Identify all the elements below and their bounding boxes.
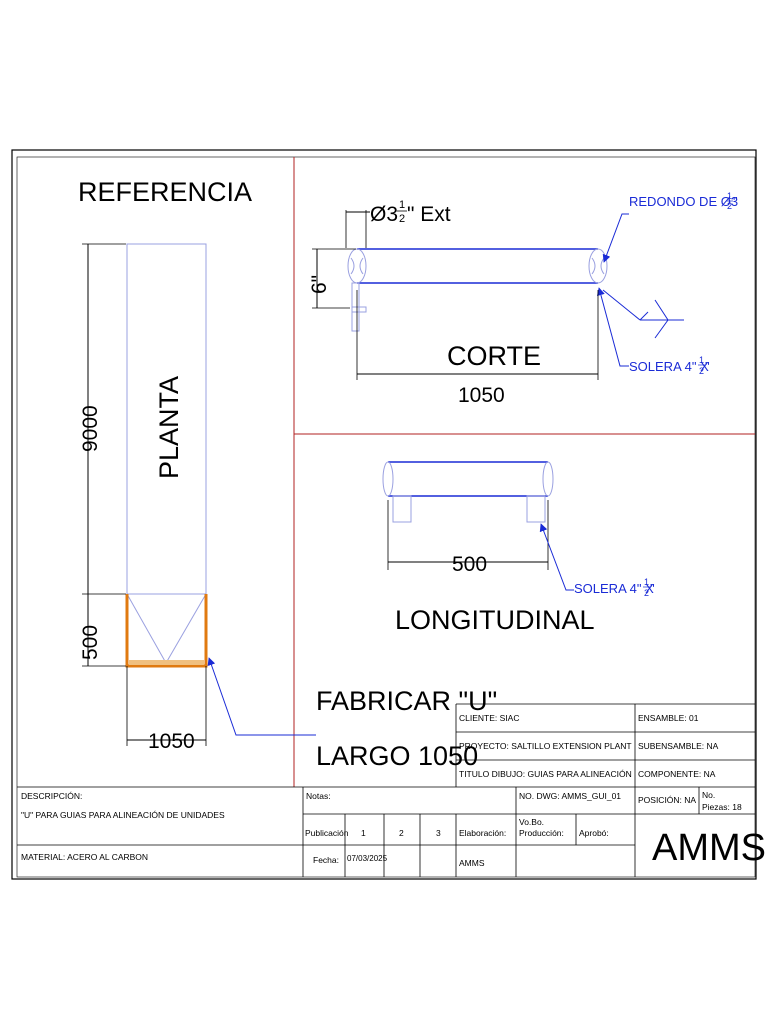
redondo-label: REDONDO DE Ø3 (629, 194, 738, 209)
tb-material: MATERIAL: ACERO AL CARBON (21, 852, 148, 862)
u-weld-fill (129, 660, 204, 665)
dim-6-text: 6" (308, 275, 331, 294)
tb-descripcion-label: DESCRIPCIÓN: (21, 791, 82, 801)
redondo-frac-num: 1 (727, 191, 732, 201)
dim-ext-symbol: Ø3 (370, 203, 398, 226)
corte-label: CORTE (447, 341, 541, 371)
long-solera-right (526, 495, 546, 523)
planta-label: PLANTA (154, 376, 184, 479)
u-diag-right (165, 593, 207, 664)
tb-no-label: No. (702, 790, 715, 800)
tb-notas: Notas: (306, 791, 331, 801)
dim-500-long-text: 500 (452, 553, 487, 576)
redondo-inch: " (733, 194, 738, 209)
dim-9000-text: 9000 (79, 405, 102, 452)
long-pipe-end-right (542, 461, 554, 497)
tb-descripcion-value: "U" PARA GUIAS PARA ALINEACIÓN DE UNIDAD… (21, 810, 225, 820)
solera-long-leader (539, 523, 574, 591)
redondo-leader (602, 213, 629, 263)
tb-subensamble: SUBENSAMBLE: NA (638, 741, 719, 751)
corte-solera-tab (351, 306, 367, 313)
tb-componente: COMPONENTE: NA (638, 769, 716, 779)
solera-long-frac-den: 2 (644, 588, 649, 598)
largo-label: LARGO 1050 (316, 741, 478, 771)
solera-long-label: SOLERA 4" X (574, 581, 654, 596)
corte-pipe-end-right (588, 248, 608, 284)
longitudinal-label: LONGITUDINAL (395, 605, 595, 635)
tb-piezas: Piezas: 18 (702, 802, 742, 812)
amms-logo: AMMS (652, 827, 766, 869)
corte-break-left (350, 257, 364, 275)
dim-500-vert-text: 500 (79, 625, 102, 660)
title-block-grid (17, 703, 755, 877)
tb-pub-3: 3 (436, 828, 441, 838)
u-weld-channel (125, 594, 208, 668)
tb-publicacion: Publicación (305, 828, 349, 838)
tb-fecha: Fecha: (313, 855, 339, 865)
tb-pub-2: 2 (399, 828, 404, 838)
tb-fecha-value: 07/03/2025 (347, 854, 388, 863)
fabricar-leader (207, 657, 316, 736)
dim-1050-bottom-text: 1050 (148, 730, 195, 753)
inner-frame (16, 156, 756, 878)
dim-1050-corte-text: 1050 (458, 384, 505, 407)
outer-frame (11, 149, 757, 880)
tb-ensamble: ENSAMBLE: 01 (638, 713, 699, 723)
solera-long-frac-num: 1 (644, 577, 649, 587)
solera-long-inch: " (650, 581, 655, 596)
solera-top-frac-num: 1 (699, 355, 704, 365)
tb-proyecto: PROYECTO: SALTILLO EXTENSION PLANT (459, 741, 632, 751)
dim-ext-suffix: " Ext (407, 203, 451, 226)
tb-produccion: Producción: (519, 828, 564, 838)
solera-top-label: SOLERA 4" X (629, 359, 709, 374)
tb-elaboracion: Elaboración: (459, 828, 506, 838)
tb-aprobo: Aprobó: (579, 828, 609, 838)
tb-no-dwg: NO. DWG: AMMS_GUI_01 (519, 791, 621, 801)
tb-elaboro-value: AMMS (459, 858, 485, 868)
u-diag-left (126, 593, 167, 664)
dim-ext-frac-den: 2 (399, 213, 405, 225)
fabricar-label: FABRICAR "U" (316, 686, 497, 716)
referencia-title: REFERENCIA (78, 177, 252, 207)
long-pipe-end-left (382, 461, 394, 497)
tb-posicion: POSICIÓN: NA (638, 795, 696, 805)
solera-top-leader (597, 287, 629, 367)
solera-top-inch: " (705, 359, 710, 374)
tb-pub-1: 1 (361, 828, 366, 838)
corte-break-right (591, 257, 605, 275)
solera-top-frac-den: 2 (699, 366, 704, 376)
tb-titulo: TITULO DIBUJO: GUIAS PARA ALINEACIÓN (459, 769, 632, 779)
long-solera-left (392, 495, 412, 523)
dim-ext-frac-num: 1 (399, 199, 405, 211)
weld-symbol (602, 289, 684, 339)
corte-pipe-end-left (347, 248, 367, 284)
u-base-outline (126, 593, 207, 667)
tb-cliente: CLIENTE: SIAC (459, 713, 519, 723)
tb-vobo: Vo.Bo. (519, 817, 544, 827)
redondo-frac-den: 2 (727, 201, 732, 211)
